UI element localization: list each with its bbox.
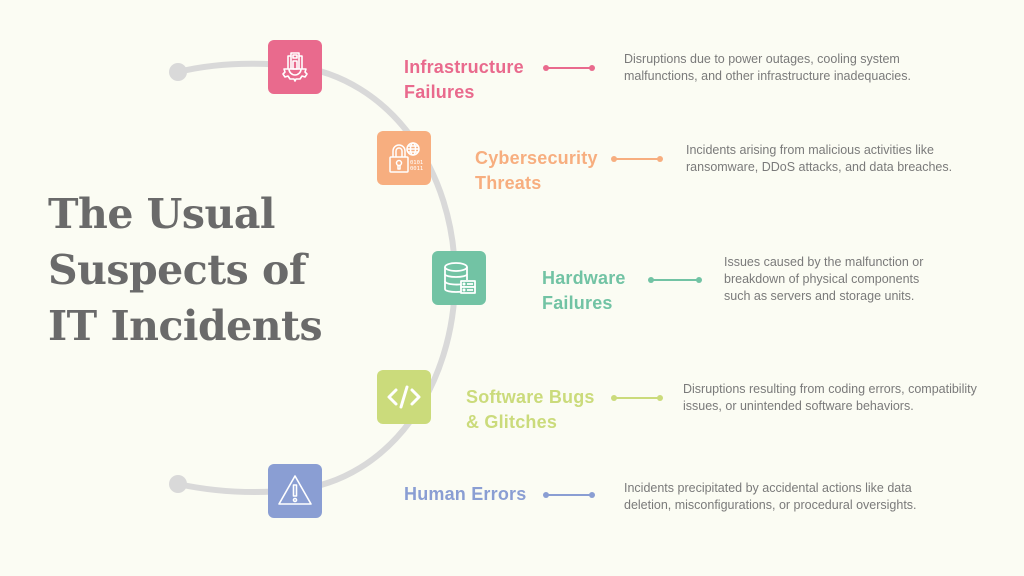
label-line: Human Errors	[404, 484, 527, 504]
label-line: Failures	[542, 293, 613, 313]
page-title: The Usual Suspects of IT Incidents	[48, 186, 323, 354]
description-line: breakdown of physical components	[724, 272, 920, 286]
human-errors-label: Human Errors	[404, 482, 526, 507]
human-errors-description: Incidents precipitated by accidental act…	[624, 480, 917, 514]
infrastructure-label: Infrastructure Failures	[404, 55, 524, 105]
cybersecurity-description: Incidents arising from malicious activit…	[686, 142, 952, 176]
software-label: Software Bugs & Glitches	[466, 385, 595, 435]
human-errors-connector	[543, 492, 595, 498]
hardware-connector	[648, 277, 702, 283]
svg-text:0101: 0101	[410, 160, 423, 166]
software-icon-box	[377, 370, 431, 424]
description-line: malfunctions, and other infrastructure i…	[624, 69, 911, 83]
arc-end-dot	[169, 475, 187, 493]
description-line: ransomware, DDoS attacks, and data breac…	[686, 160, 953, 174]
description-line: such as servers and storage units.	[724, 289, 915, 303]
description-line: Incidents arising from malicious activit…	[686, 143, 935, 157]
label-line: Failures	[404, 82, 475, 102]
software-description: Disruptions resulting from coding errors…	[683, 381, 977, 415]
code-brackets-icon	[387, 385, 421, 409]
title-line-1: The Usual	[48, 190, 275, 238]
label-line: Threats	[475, 173, 542, 193]
arc-start-dot	[169, 63, 187, 81]
description-line: Incidents precipitated by accidental act…	[624, 481, 912, 495]
label-line: Software Bugs	[466, 387, 595, 407]
hardware-label: Hardware Failures	[542, 266, 626, 316]
hardware-description: Issues caused by the malfunction or brea…	[724, 254, 923, 305]
infrastructure-description: Disruptions due to power outages, coolin…	[624, 51, 911, 85]
warning-triangle-icon	[278, 475, 312, 505]
software-connector	[611, 395, 663, 401]
title-line-2: Suspects of	[48, 246, 307, 294]
human-errors-icon-box	[268, 464, 322, 518]
label-line: & Glitches	[466, 412, 558, 432]
cybersecurity-label: Cybersecurity Threats	[475, 146, 598, 196]
description-line: issues, or unintended software behaviors…	[683, 399, 914, 413]
cybersecurity-connector	[611, 156, 663, 162]
label-line: Cybersecurity	[475, 148, 598, 168]
infrastructure-icon-box	[268, 40, 322, 94]
label-line: Infrastructure	[404, 57, 524, 77]
title-line-3: IT Incidents	[48, 302, 323, 350]
database-server-icon	[444, 262, 476, 294]
infrastructure-connector	[543, 65, 595, 71]
description-line: Disruptions resulting from coding errors…	[683, 382, 977, 396]
hardware-icon-box	[432, 251, 486, 305]
label-line: Hardware	[542, 268, 626, 288]
infrastructure-gear-building-icon	[282, 52, 308, 82]
cybersecurity-icon-box: 0101 0011	[377, 131, 431, 185]
description-line: deletion, misconfigurations, or procedur…	[624, 498, 917, 512]
description-line: Issues caused by the malfunction or	[724, 255, 924, 269]
description-line: Disruptions due to power outages, coolin…	[624, 52, 900, 66]
svg-text:0011: 0011	[410, 166, 423, 172]
lock-globe-binary-icon: 0101 0011	[389, 142, 423, 173]
